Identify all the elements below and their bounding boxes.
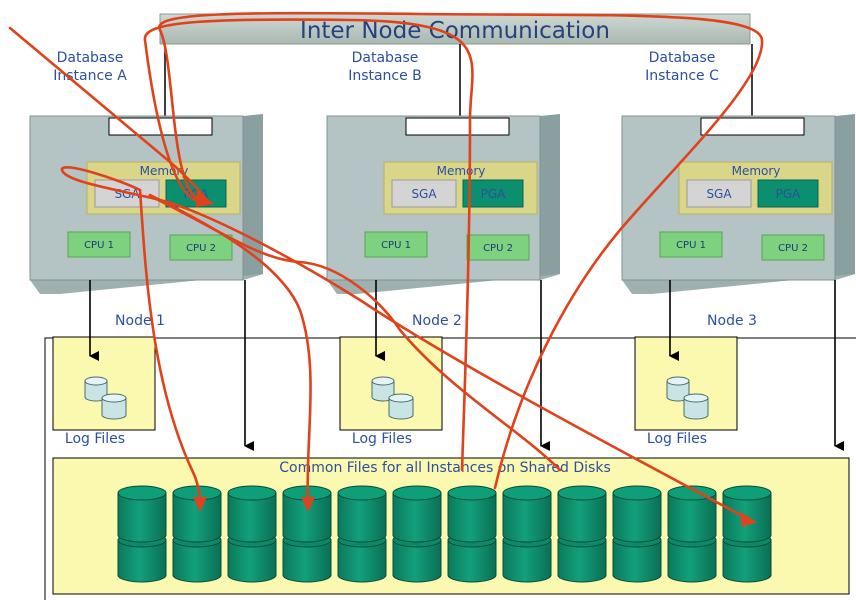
cpu1-label: CPU 1 <box>84 240 114 251</box>
node-label: Node 2 <box>412 313 462 329</box>
shared-disk <box>117 485 167 583</box>
cpu1-label: CPU 1 <box>381 240 411 251</box>
cpu2-box <box>169 234 233 261</box>
memory-label: Memory <box>732 164 781 178</box>
log-disk-icon <box>666 376 690 402</box>
annotation-arrowhead-1 <box>196 190 214 207</box>
log-files-label: Log Files <box>65 431 125 447</box>
shared-disk <box>337 485 387 583</box>
instance-a-line1: Database <box>57 50 124 66</box>
pga-box <box>462 179 524 208</box>
log-files-2: Log Files <box>339 336 443 447</box>
node-bottom <box>327 274 560 294</box>
annotation-arrowheads <box>193 190 757 527</box>
banner-title: Inter Node Communication <box>300 18 610 44</box>
cpu1-box <box>659 231 723 258</box>
node-port <box>700 117 805 136</box>
cpu1-label: CPU 1 <box>676 240 706 251</box>
annotation-stroke-2 <box>157 11 764 490</box>
sga-label: SGA <box>706 187 732 201</box>
log-files-label: Log Files <box>352 431 412 447</box>
shared-disk <box>502 485 552 583</box>
shared-disk <box>612 485 662 583</box>
node-arrows-layer <box>89 280 844 451</box>
log-disk-icon <box>683 393 709 420</box>
storage-frame <box>44 337 856 600</box>
shared-disk <box>557 485 607 583</box>
shared-disk <box>172 485 222 583</box>
annotation-stroke-4 <box>60 165 752 522</box>
instance-c-line2: Instance C <box>645 68 719 84</box>
sga-box <box>686 179 752 208</box>
log-files-label: Log Files <box>647 431 707 447</box>
log-disk-icon <box>371 376 395 402</box>
instance-label-b: Database Instance B <box>348 50 422 84</box>
log-disk-icon <box>84 376 108 402</box>
sga-box <box>391 179 457 208</box>
pga-label: PGA <box>776 187 802 201</box>
node-side <box>835 114 855 280</box>
instance-c-line1: Database <box>649 50 716 66</box>
log-disk-icon <box>388 393 414 420</box>
annotation-stroke-3 <box>143 18 474 472</box>
node-label: Node 1 <box>115 313 165 329</box>
cpu2-label: CPU 2 <box>186 243 216 254</box>
node-bottom <box>622 274 855 294</box>
pga-box <box>165 179 227 208</box>
cpu2-box <box>466 234 530 261</box>
shared-disk <box>392 485 442 583</box>
log-disk-icon <box>101 393 127 420</box>
node-label: Node 3 <box>707 313 757 329</box>
cpu1-box <box>364 231 428 258</box>
annotation-strokes <box>8 11 764 522</box>
node-side <box>243 114 263 280</box>
log-files-1: Log Files <box>52 336 156 447</box>
annotation-arrowhead-2 <box>193 497 207 512</box>
annotation-stroke-1 <box>8 26 207 200</box>
shared-disks-label: Common Files for all Instances on Shared… <box>279 460 610 476</box>
cpu1-box <box>67 231 131 258</box>
cpu2-box <box>761 234 825 261</box>
instance-label-c: Database Instance C <box>645 50 719 84</box>
memory-label: Memory <box>437 164 486 178</box>
shared-disk <box>447 485 497 583</box>
node-port <box>405 117 510 136</box>
annotation-arrowhead-3 <box>301 497 315 512</box>
annotation-stroke-5 <box>138 188 202 507</box>
shared-disk <box>722 485 772 583</box>
cpu2-label: CPU 2 <box>483 243 513 254</box>
instance-label-a: Database Instance A <box>53 50 127 84</box>
pga-box <box>757 179 819 208</box>
node-side <box>540 114 560 280</box>
instance-b-line1: Database <box>352 50 419 66</box>
shared-disk <box>667 485 717 583</box>
shared-disk <box>227 485 277 583</box>
log-files-3: Log Files <box>634 336 738 447</box>
log-files-layer: Log Files Log Files Log Files <box>52 336 738 447</box>
sga-label: SGA <box>411 187 437 201</box>
cpu2-label: CPU 2 <box>778 243 808 254</box>
instance-a-line2: Instance A <box>53 68 127 84</box>
pga-label: PGA <box>481 187 507 201</box>
instance-b-line2: Instance B <box>348 68 422 84</box>
annotation-arrowhead-4 <box>740 512 757 527</box>
annotation-stroke-7 <box>148 194 562 472</box>
